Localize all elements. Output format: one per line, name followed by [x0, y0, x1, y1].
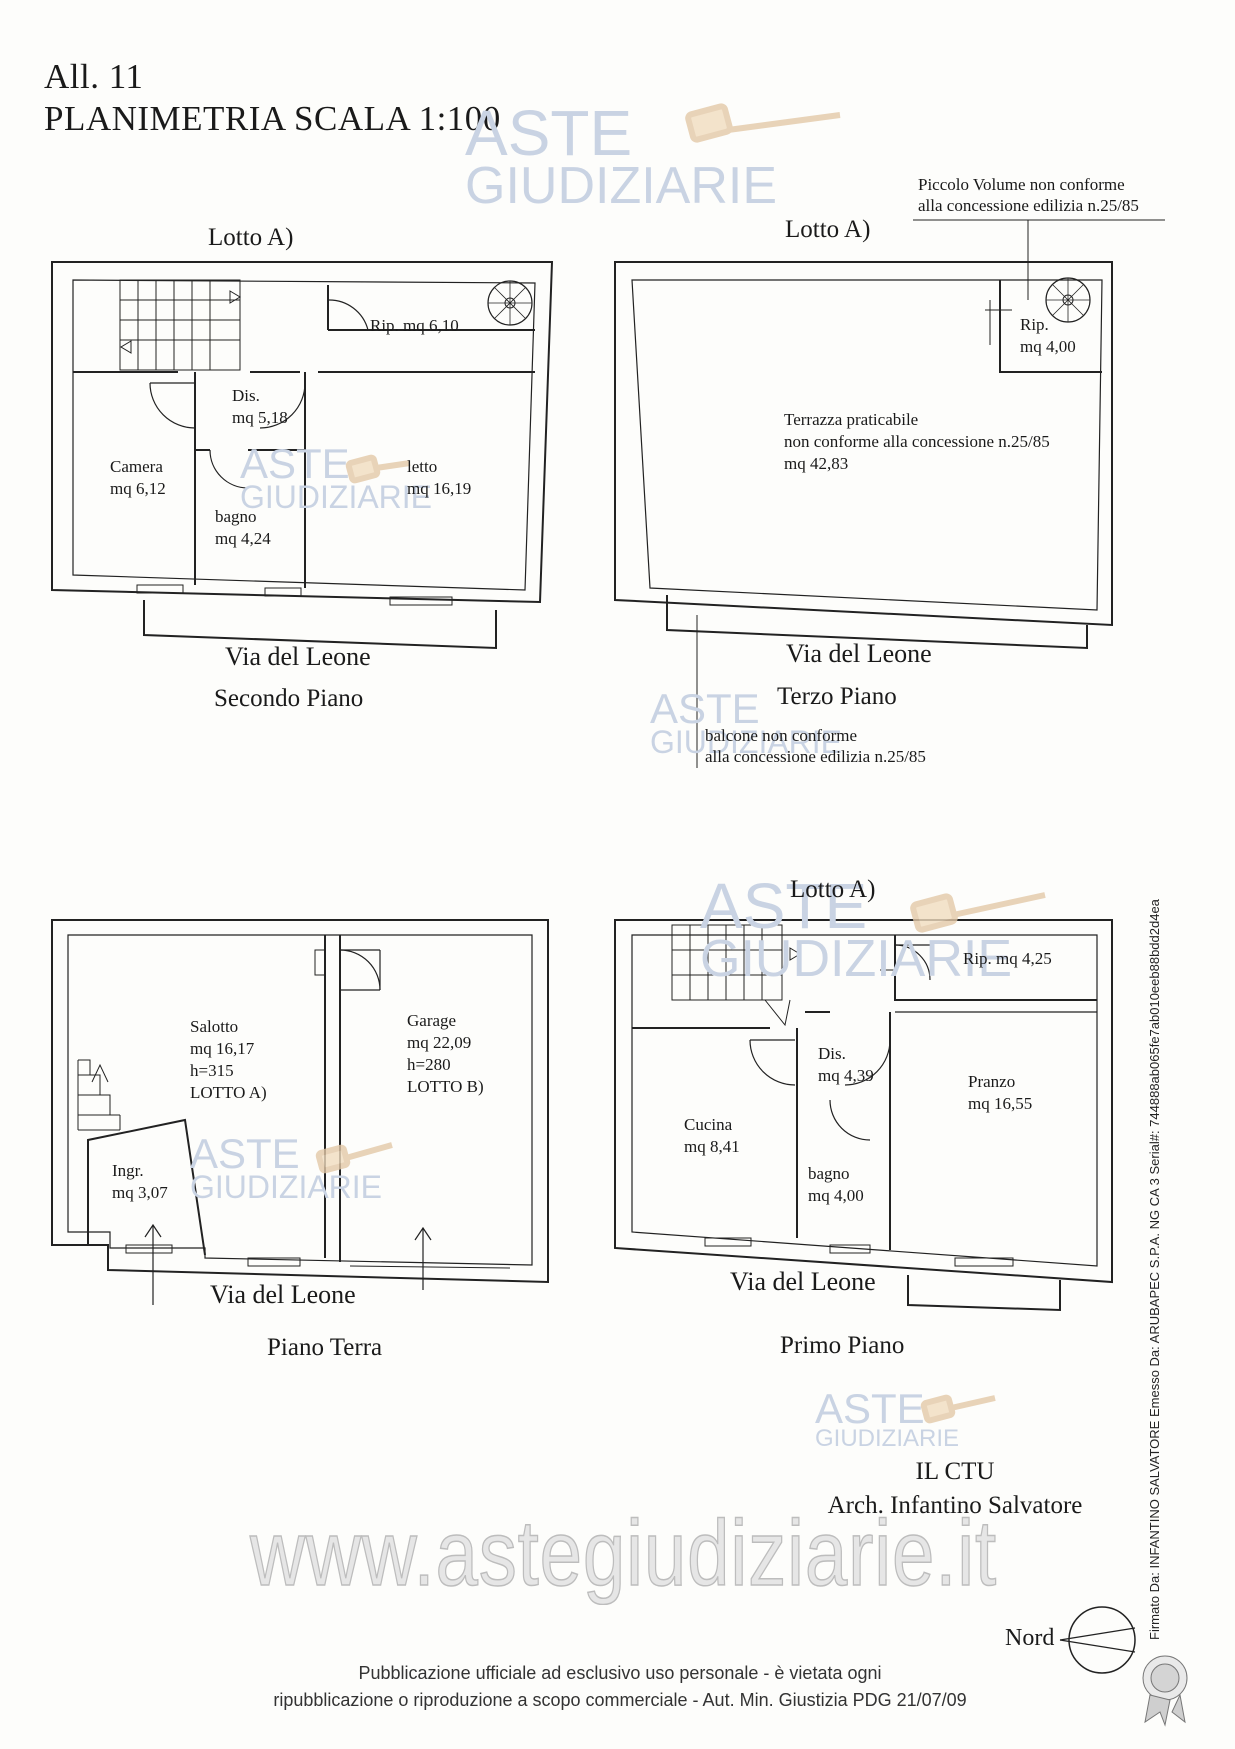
gavel-watermark-icon [315, 103, 1046, 1424]
watermark-logo-top: ASTE GIUDIZIARIE [465, 97, 778, 215]
watermark-logo-signature: ASTE GIUDIZIARIE [815, 1385, 960, 1452]
floor-label-second: Secondo Piano [214, 685, 364, 712]
note-small-volume: Piccolo Volume non conforme alla concess… [918, 175, 1139, 215]
lotto-label-second-floor: Lotto A) [208, 224, 294, 251]
watermark-logo-second-floor: ASTE GIUDIZIARIE [240, 440, 433, 515]
watermark-logo-ground-floor: ASTE GIUDIZIARIE [190, 1130, 383, 1205]
document-title: PLANIMETRIA SCALA 1:100 [44, 99, 501, 138]
street-label-ground-floor: Via del Leone [210, 1280, 356, 1309]
room-pranzo: Pranzo mq 16,55 [968, 1072, 1033, 1113]
street-label-third-floor: Via del Leone [786, 639, 932, 668]
publication-notice: Pubblicazione ufficiale ad esclusivo uso… [273, 1663, 967, 1710]
website-watermark: www.astegiudiziarie.it [249, 1500, 998, 1606]
room-rip-second-floor: Rip. mq 6,10 [370, 316, 459, 335]
floor-label-first: Primo Piano [780, 1332, 905, 1359]
plan-third-floor-walls [614, 219, 1165, 768]
lotto-label-first-floor: Lotto A) [790, 876, 876, 903]
room-rip-third-floor: Rip. mq 4,00 [1020, 315, 1076, 356]
watermark-logo-first-floor: ASTE GIUDIZIARIE [700, 870, 1013, 988]
room-rip-first-floor: Rip. mq 4,25 [963, 949, 1052, 968]
room-cucina: Cucina mq 8,41 [684, 1115, 740, 1156]
room-camera: Camera mq 6,12 [110, 457, 166, 498]
plan-ground-floor-walls [51, 919, 549, 1305]
annex-number: All. 11 [44, 57, 144, 96]
room-letto: letto mq 16,19 [407, 457, 472, 498]
signature-block: IL CTU Arch. Infantino Salvatore [827, 1458, 1083, 1519]
room-bagno-second-floor: bagno mq 4,24 [215, 507, 271, 548]
plan-second-floor-walls [51, 261, 554, 650]
room-bagno-first-floor: bagno mq 4,00 [808, 1164, 864, 1205]
lotto-label-third-floor: Lotto A) [785, 216, 871, 243]
street-label-first-floor: Via del Leone [730, 1267, 876, 1296]
north-label: Nord [1005, 1625, 1055, 1651]
seal-rosette-icon [1142, 1655, 1188, 1727]
room-garage: Garage mq 22,09 h=280 LOTTO B) [407, 1011, 484, 1096]
room-salotto: Salotto mq 16,17 h=315 LOTTO A) [190, 1017, 267, 1102]
room-terrazza: Terrazza praticabile non conforme alla c… [784, 410, 1050, 473]
floor-label-third: Terzo Piano [777, 683, 897, 710]
room-dis-first-floor: Dis. mq 4,39 [818, 1044, 874, 1085]
watermark-logo-third-floor: ASTE GIUDIZIARIE [650, 685, 843, 760]
floor-label-ground: Piano Terra [267, 1334, 383, 1361]
room-dis-second-floor: Dis. mq 5,18 [232, 386, 288, 427]
street-label-second-floor: Via del Leone [225, 642, 371, 671]
note-balcony: balcone non conforme alla concessione ed… [705, 726, 926, 766]
room-ingresso: Ingr. mq 3,07 [112, 1161, 168, 1202]
north-compass [1059, 1606, 1136, 1674]
